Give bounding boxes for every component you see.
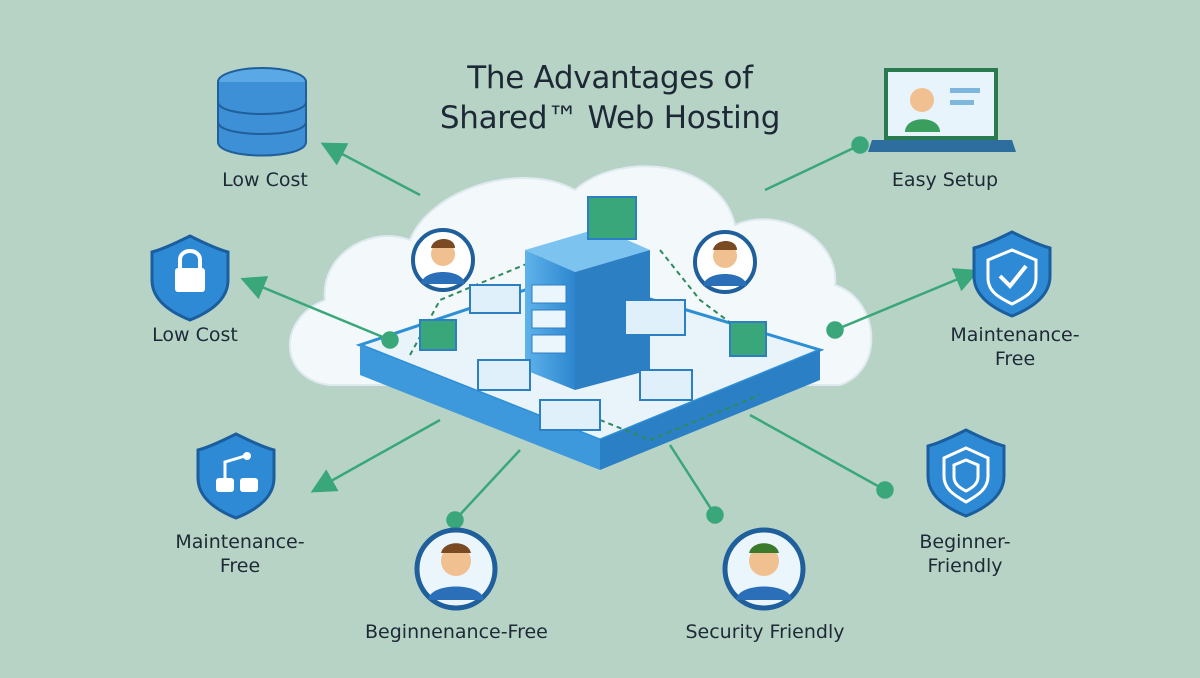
label-low-cost-left: Low Cost (152, 324, 238, 346)
check-shield-icon (972, 230, 1052, 318)
robot-arm-shield-icon (196, 432, 276, 520)
avatar-left (411, 228, 475, 292)
user-avatar-icon (414, 527, 498, 611)
label-line: Free (994, 348, 1036, 370)
connector-lines (240, 136, 980, 529)
device-laptops (419, 196, 767, 431)
label-beginner-friendly: Beginner- Friendly (900, 530, 1030, 578)
user-avatar-icon (722, 527, 806, 611)
label-beginnenance-free: Beginnenance-Free (365, 621, 548, 643)
label-easy-setup: Easy Setup (891, 169, 999, 191)
label-line: Beginner- (919, 531, 1011, 553)
label-low-cost-top: Low Cost (222, 169, 308, 191)
badge-shield-icon (926, 428, 1006, 518)
lock-shield-icon (150, 234, 230, 322)
label-line: Free (219, 555, 261, 577)
label-maintenance-free-right: Maintenance- Free (940, 323, 1090, 371)
label-line: Maintenance- (950, 324, 1080, 346)
label-line: Friendly (927, 555, 1003, 577)
laptop-user-icon (868, 68, 1016, 152)
label-security-friendly: Security Friendly (685, 621, 845, 643)
label-maintenance-free-left: Maintenance- Free (165, 530, 315, 578)
avatar-right (693, 230, 757, 294)
diagram-title: The Advantages of Shared™ Web Hosting (400, 58, 820, 138)
database-icon (217, 67, 307, 157)
label-line: Maintenance- (175, 531, 305, 553)
title-line-1: The Advantages of (467, 60, 753, 96)
title-line-2: Shared™ Web Hosting (439, 100, 781, 136)
server-rack (525, 228, 650, 390)
